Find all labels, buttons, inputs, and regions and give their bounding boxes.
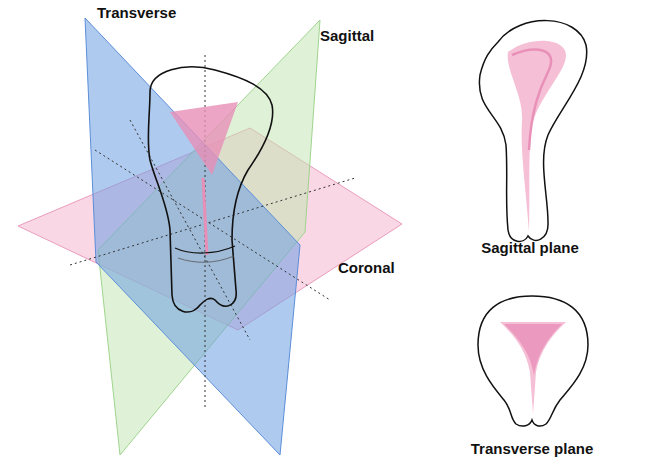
uterus-outline — [148, 67, 272, 312]
plane-label: Sagittal — [320, 28, 374, 45]
sagittal-uterus-outline — [479, 21, 586, 242]
endometrial-cavity — [170, 102, 238, 175]
sagittal-cavity-line — [512, 50, 551, 150]
view-caption: Sagittal plane — [481, 240, 579, 257]
cervix-line — [178, 256, 234, 262]
transverse-cavity — [504, 324, 562, 375]
plane-label: Transverse — [97, 5, 176, 22]
view-caption: Transverse plane — [471, 441, 594, 458]
sagittal-endometrium — [508, 41, 566, 232]
plane-label: Coronal — [338, 260, 395, 277]
cervical-canal — [203, 178, 207, 255]
cervix-line — [175, 246, 235, 253]
transverse-endometrium — [500, 322, 566, 414]
axis-lines — [70, 55, 355, 410]
transverse-plane — [85, 18, 300, 455]
transverse-uterus-outline — [478, 296, 588, 426]
